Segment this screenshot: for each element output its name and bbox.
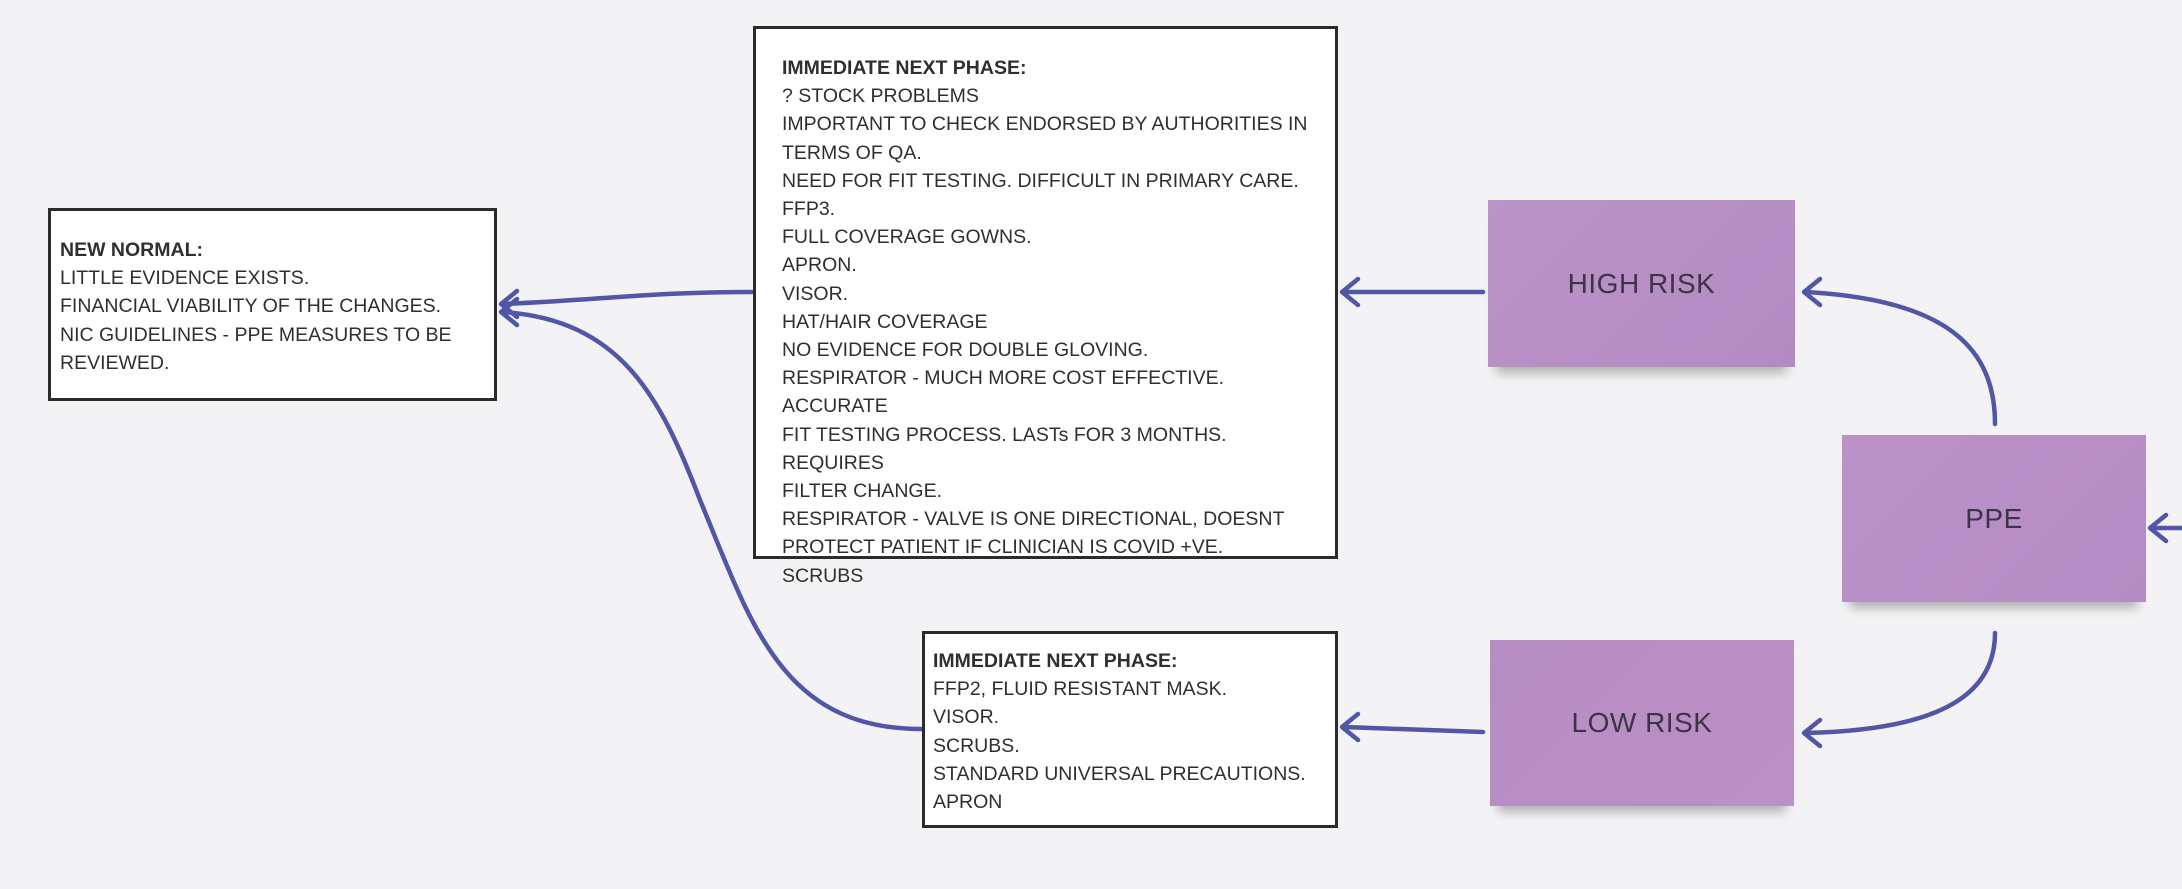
sticky-high-risk[interactable]: HIGH RISK (1488, 200, 1795, 367)
low-risk-phase-line: VISOR. (933, 706, 1000, 729)
arrowhead-new-normal-lower (498, 296, 520, 328)
new-normal-box[interactable]: NEW NORMAL: LITTLE EVIDENCE EXISTS. FINA… (48, 208, 497, 401)
high-risk-phase-line: RESPIRATOR - MUCH MORE COST EFFECTIVE. A… (782, 367, 1225, 418)
high-risk-phase-line: FIT TESTING PROCESS. LASTs FOR 3 MONTHS.… (782, 423, 1227, 474)
low-risk-phase-line: FFP2, FLUID RESISTANT MASK. (933, 678, 1227, 701)
high-risk-phase-line: ? STOCK PROBLEMS (782, 85, 979, 108)
high-risk-phase-heading: IMMEDIATE NEXT PHASE: (782, 57, 1027, 79)
high-risk-phase-box[interactable]: IMMEDIATE NEXT PHASE: ? STOCK PROBLEMS I… (753, 26, 1338, 587)
high-risk-phase-line: IMPORTANT TO CHECK ENDORSED BY AUTHORITI… (782, 113, 1308, 136)
sticky-low-risk-label: LOW RISK (1571, 707, 1713, 738)
high-risk-phase-line: TERMS OF QA. (782, 141, 922, 164)
new-normal-line: NIC GUIDELINES - PPE MEASURES TO BE (60, 323, 452, 346)
high-risk-phase-line: RESPIRATOR - VALVE IS ONE DIRECTIONAL, D… (782, 508, 1285, 531)
high-risk-phase-line: PROTECT PATIENT IF CLINICIAN IS COVID +V… (782, 536, 1224, 559)
high-risk-phase-line: NEED FOR FIT TESTING. DIFFICULT IN PRIMA… (782, 169, 1299, 192)
high-risk-phase-line: NO EVIDENCE FOR DOUBLE GLOVING. (782, 339, 1149, 362)
arrowhead-low-phase (1339, 711, 1361, 743)
low-risk-phase-line: APRON (933, 791, 1003, 814)
low-risk-phase-line: STANDARD UNIVERSAL PRECAUTIONS. (933, 762, 1306, 785)
new-normal-heading: NEW NORMAL: (60, 239, 203, 261)
arrowhead-low-risk (1801, 717, 1823, 749)
new-normal-line: FINANCIAL VIABILITY OF THE CHANGES. (60, 295, 442, 318)
sticky-ppe[interactable]: PPE (1842, 435, 2146, 602)
connector-high-phase-to-new-normal[interactable] (500, 289, 755, 307)
high-risk-phase-line: HAT/HAIR COVERAGE (782, 310, 988, 333)
high-risk-phase-line: VISOR. (782, 282, 849, 305)
high-risk-phase-line: SCRUBS (782, 564, 864, 587)
high-risk-phase-line: APRON. (782, 254, 857, 277)
connector-low-risk-to-phase[interactable] (1341, 724, 1486, 735)
high-risk-phase-line: FULL COVERAGE GOWNS. (782, 226, 1032, 249)
high-risk-phase-line: FILTER CHANGE. (782, 480, 942, 503)
arrowhead-ppe-incoming (2147, 512, 2169, 544)
new-normal-line: REVIEWED. (60, 351, 170, 374)
low-risk-phase-heading: IMMEDIATE NEXT PHASE: (933, 650, 1178, 672)
connector-ppe-to-low-risk[interactable] (1803, 630, 1998, 736)
sticky-high-risk-label: HIGH RISK (1567, 267, 1716, 299)
sticky-low-risk[interactable]: LOW RISK (1490, 640, 1794, 806)
arrowhead-high-risk (1801, 276, 1823, 308)
arrowhead-high-phase (1339, 276, 1361, 308)
sticky-ppe-label: PPE (1965, 502, 2023, 534)
connector-ppe-to-high-risk[interactable] (1803, 289, 1998, 427)
low-risk-phase-box[interactable]: IMMEDIATE NEXT PHASE: FFP2, FLUID RESIST… (922, 631, 1338, 828)
arrowhead-new-normal-upper (498, 288, 520, 320)
low-risk-phase-line: SCRUBS. (933, 734, 1020, 757)
high-risk-phase-line: FFP3. (782, 198, 836, 221)
new-normal-line: LITTLE EVIDENCE EXISTS. (60, 267, 310, 290)
